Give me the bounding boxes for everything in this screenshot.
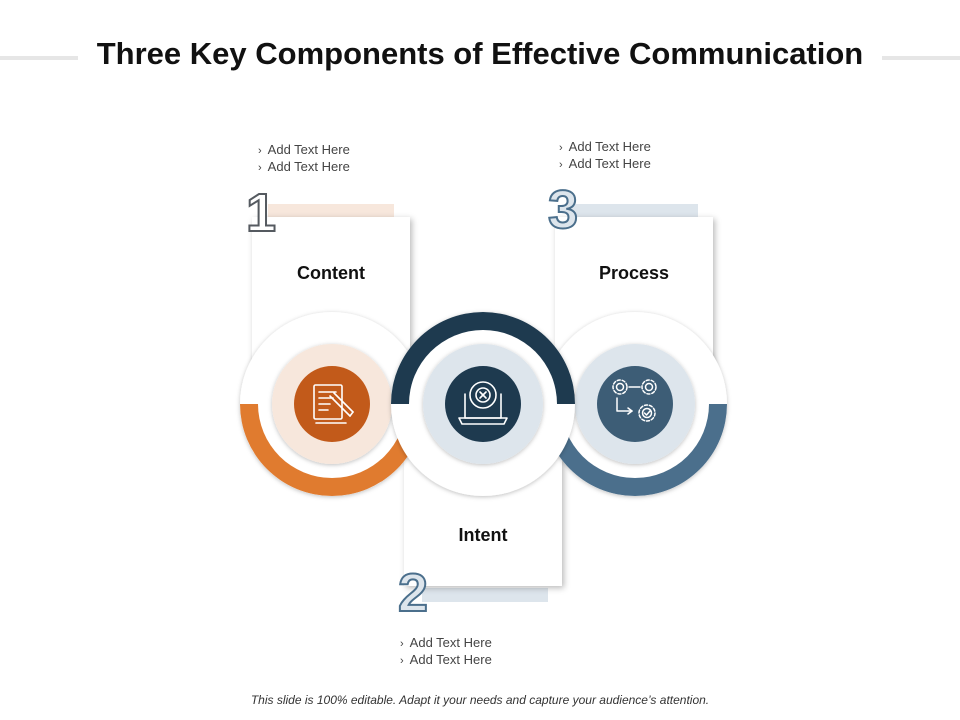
bullet-marker: ›	[258, 145, 262, 157]
bullet-text: Add Text Here	[267, 159, 350, 174]
bullet-marker: ›	[258, 162, 262, 174]
bullet-marker: ›	[400, 638, 404, 650]
bullet-text: Add Text Here	[409, 635, 492, 650]
step-2-number: 2	[397, 563, 429, 623]
step-1-accent-bar	[268, 204, 394, 218]
bullet-text: Add Text Here	[568, 139, 651, 154]
step-3-ring	[543, 312, 727, 496]
bullet-item: › Add Text Here	[258, 159, 350, 176]
bullet-text: Add Text Here	[267, 142, 350, 157]
step-3-accent-bar	[572, 204, 698, 218]
bullet-marker: ›	[559, 159, 563, 171]
bullet-item: › Add Text Here	[400, 652, 492, 669]
footer-note: This slide is 100% editable. Adapt it yo…	[250, 693, 710, 707]
step-2-label: Intent	[458, 525, 508, 545]
step-2-bullets: › Add Text Here › Add Text Here	[400, 635, 492, 669]
bullet-item: › Add Text Here	[258, 142, 350, 159]
step-2-accent-bar	[422, 588, 548, 602]
bullet-text: Add Text Here	[568, 156, 651, 171]
target-tablet-icon	[458, 381, 508, 425]
bullet-item: › Add Text Here	[559, 156, 651, 173]
step-3-number: 3	[547, 180, 579, 240]
bullet-marker: ›	[559, 142, 563, 154]
title-rule-right	[882, 56, 960, 60]
bullet-item: › Add Text Here	[559, 139, 651, 156]
step-1-bullets: › Add Text Here › Add Text Here	[258, 142, 350, 176]
step-1-number: 1	[245, 183, 277, 243]
title-rule-left	[0, 56, 78, 60]
step-1-label: Content	[297, 263, 365, 283]
gears-flow-icon	[612, 379, 657, 422]
bullet-marker: ›	[400, 655, 404, 667]
step-3-label: Process	[598, 263, 670, 283]
document-pencil-icon	[313, 384, 354, 424]
bullet-text: Add Text Here	[409, 652, 492, 667]
step-2-ring	[391, 312, 575, 496]
page-title: Three Key Components of Effective Commun…	[96, 36, 864, 71]
step-1-ring	[240, 312, 424, 496]
step-3-bullets: › Add Text Here › Add Text Here	[559, 139, 651, 173]
bullet-item: › Add Text Here	[400, 635, 492, 652]
